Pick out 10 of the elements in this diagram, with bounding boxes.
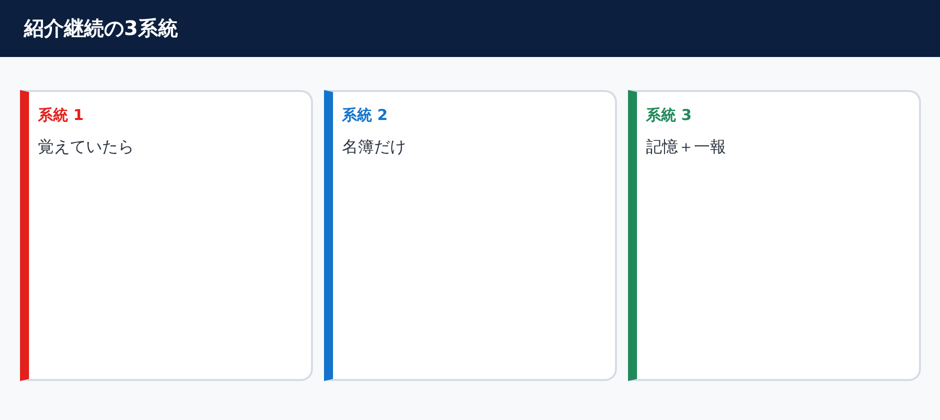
- category-card: [628, 90, 921, 381]
- category-card: [324, 90, 617, 381]
- card-text: 覚えていたら: [38, 136, 134, 158]
- page-title: 紹介継続の3系統: [24, 15, 178, 42]
- card-text: 名簿だけ: [342, 136, 406, 158]
- category-card: [20, 90, 313, 381]
- card-text: 記憶＋一報: [646, 136, 726, 158]
- card-heading: 系統 2: [342, 105, 388, 126]
- card-heading: 系統 1: [38, 105, 84, 126]
- card-heading: 系統 3: [646, 105, 692, 126]
